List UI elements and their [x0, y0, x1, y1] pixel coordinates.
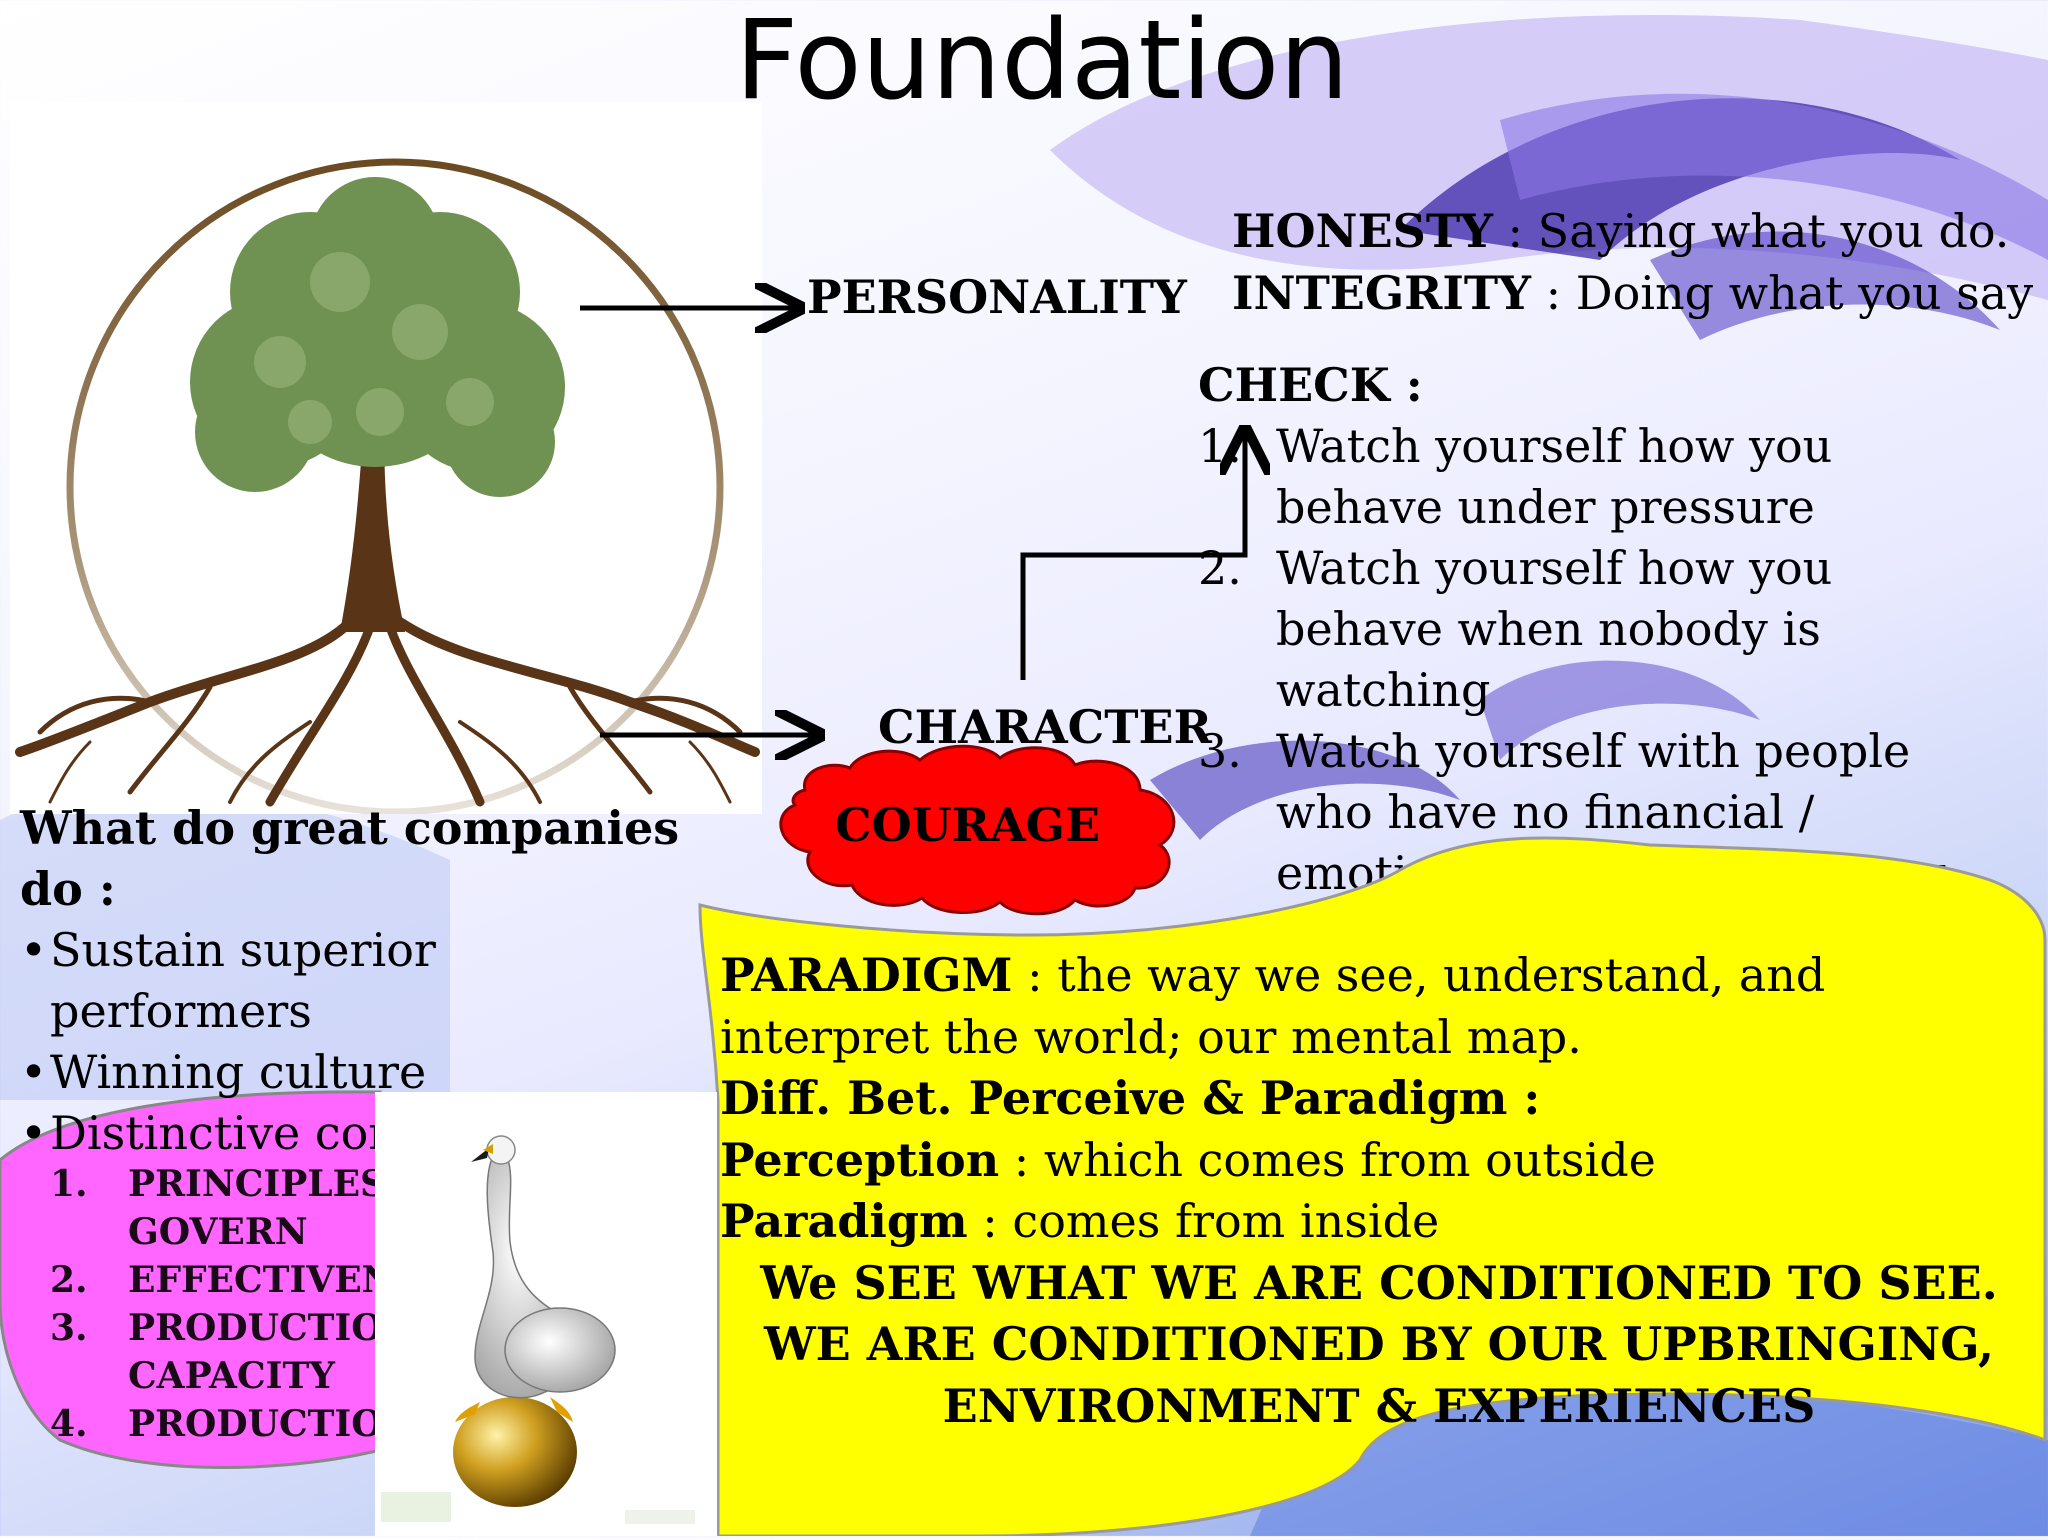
perception-text: : which comes from outside: [999, 1132, 1656, 1187]
principles-item: 3. PRODUCTION CAPACITY: [50, 1304, 416, 1400]
check-item-number: 2.: [1198, 541, 1242, 595]
principles-item-text: PRINCIPLES GOVERN: [128, 1163, 387, 1253]
check-item-text: Watch yourself how you behave under pres…: [1276, 419, 1833, 534]
check-item: 2. Watch yourself how you behave when nob…: [1198, 538, 2008, 721]
slide-title: Foundation: [735, 0, 1350, 124]
principles-item: 1. PRINCIPLES GOVERN: [50, 1160, 400, 1256]
paradigm-section: PARADIGM : the way we see, understand, a…: [720, 945, 2038, 1437]
courage-label: COURAGE: [834, 798, 1101, 852]
courage-cloud: [779, 744, 1176, 916]
arrow-to-check: [1020, 435, 1245, 680]
integrity-term: INTEGRITY: [1232, 266, 1531, 320]
principles-item-number: 4.: [50, 1403, 88, 1445]
paradigm-line-text: : comes from inside: [967, 1194, 1440, 1248]
check-item: 1. Watch yourself how you behave under pr…: [1198, 416, 2008, 538]
tree-illustration: [10, 102, 762, 816]
principles-list: 1. PRINCIPLES GOVERN 2. EFFECTIVENE 3. PROD…: [50, 1160, 422, 1448]
paradigm-line-term: Paradigm: [720, 1194, 968, 1248]
integrity-text: : Doing what you say: [1530, 266, 2034, 320]
principles-item-text: PRODUCTION CAPACITY: [128, 1307, 416, 1397]
paradigm-blob: [698, 836, 2047, 1536]
perception-term: Perception: [720, 1132, 1000, 1187]
honesty-term: HONESTY: [1232, 204, 1493, 258]
principles-item-number: 3.: [50, 1307, 88, 1349]
goose-icon: [381, 1135, 695, 1524]
honesty-line: HONESTY : Saying what you do.: [1232, 200, 2033, 262]
principles-item: 2. EFFECTIVENE: [50, 1256, 422, 1304]
honesty-integrity-definitions: HONESTY : Saying what you do. INTEGRITY …: [1232, 200, 2033, 324]
principles-item-number: 2.: [50, 1259, 88, 1301]
companies-heading: What do great companies do :: [20, 801, 680, 916]
paradigm-definition: PARADIGM : the way we see, understand, a…: [720, 945, 2038, 1068]
tree-icon: [15, 158, 760, 816]
companies-bullet: Sustain superior performers: [20, 920, 710, 1042]
check-title: CHECK :: [1198, 358, 1423, 412]
principles-item-text: PRODUCTION: [128, 1403, 416, 1445]
diff-heading: Diff. Bet. Perceive & Paradigm :: [720, 1068, 2038, 1130]
paradigm-definition-text: : the way we see, understand, and interp…: [720, 948, 1826, 1064]
integrity-line: INTEGRITY : Doing what you say: [1232, 262, 2033, 324]
paradigm-term: PARADIGM: [720, 948, 1013, 1002]
personality-label: PERSONALITY: [807, 270, 1187, 324]
perception-line: Perception : which comes from outside: [720, 1130, 2038, 1192]
principles-item-text: EFFECTIVENE: [128, 1259, 422, 1301]
check-item-number: 3.: [1198, 724, 1242, 778]
check-item-number: 1.: [1198, 419, 1242, 473]
principles-item-number: 1.: [50, 1163, 88, 1205]
paradigm-line: Paradigm : comes from inside: [720, 1191, 2038, 1253]
principles-item: 4. PRODUCTION: [50, 1400, 416, 1448]
character-label: CHARACTER: [878, 700, 1212, 754]
diff-heading-text: Diff. Bet. Perceive & Paradigm :: [720, 1071, 1541, 1125]
check-item-text: Watch yourself how you behave when nobod…: [1276, 541, 1833, 717]
conditioning-statement: We SEE WHAT WE ARE CONDITIONED TO SEE. W…: [760, 1255, 1998, 1433]
companies-bullet: Winning culture: [20, 1042, 710, 1103]
honesty-text: : Saying what you do.: [1492, 204, 2010, 258]
goose-golden-egg-illustration: [375, 1092, 717, 1536]
